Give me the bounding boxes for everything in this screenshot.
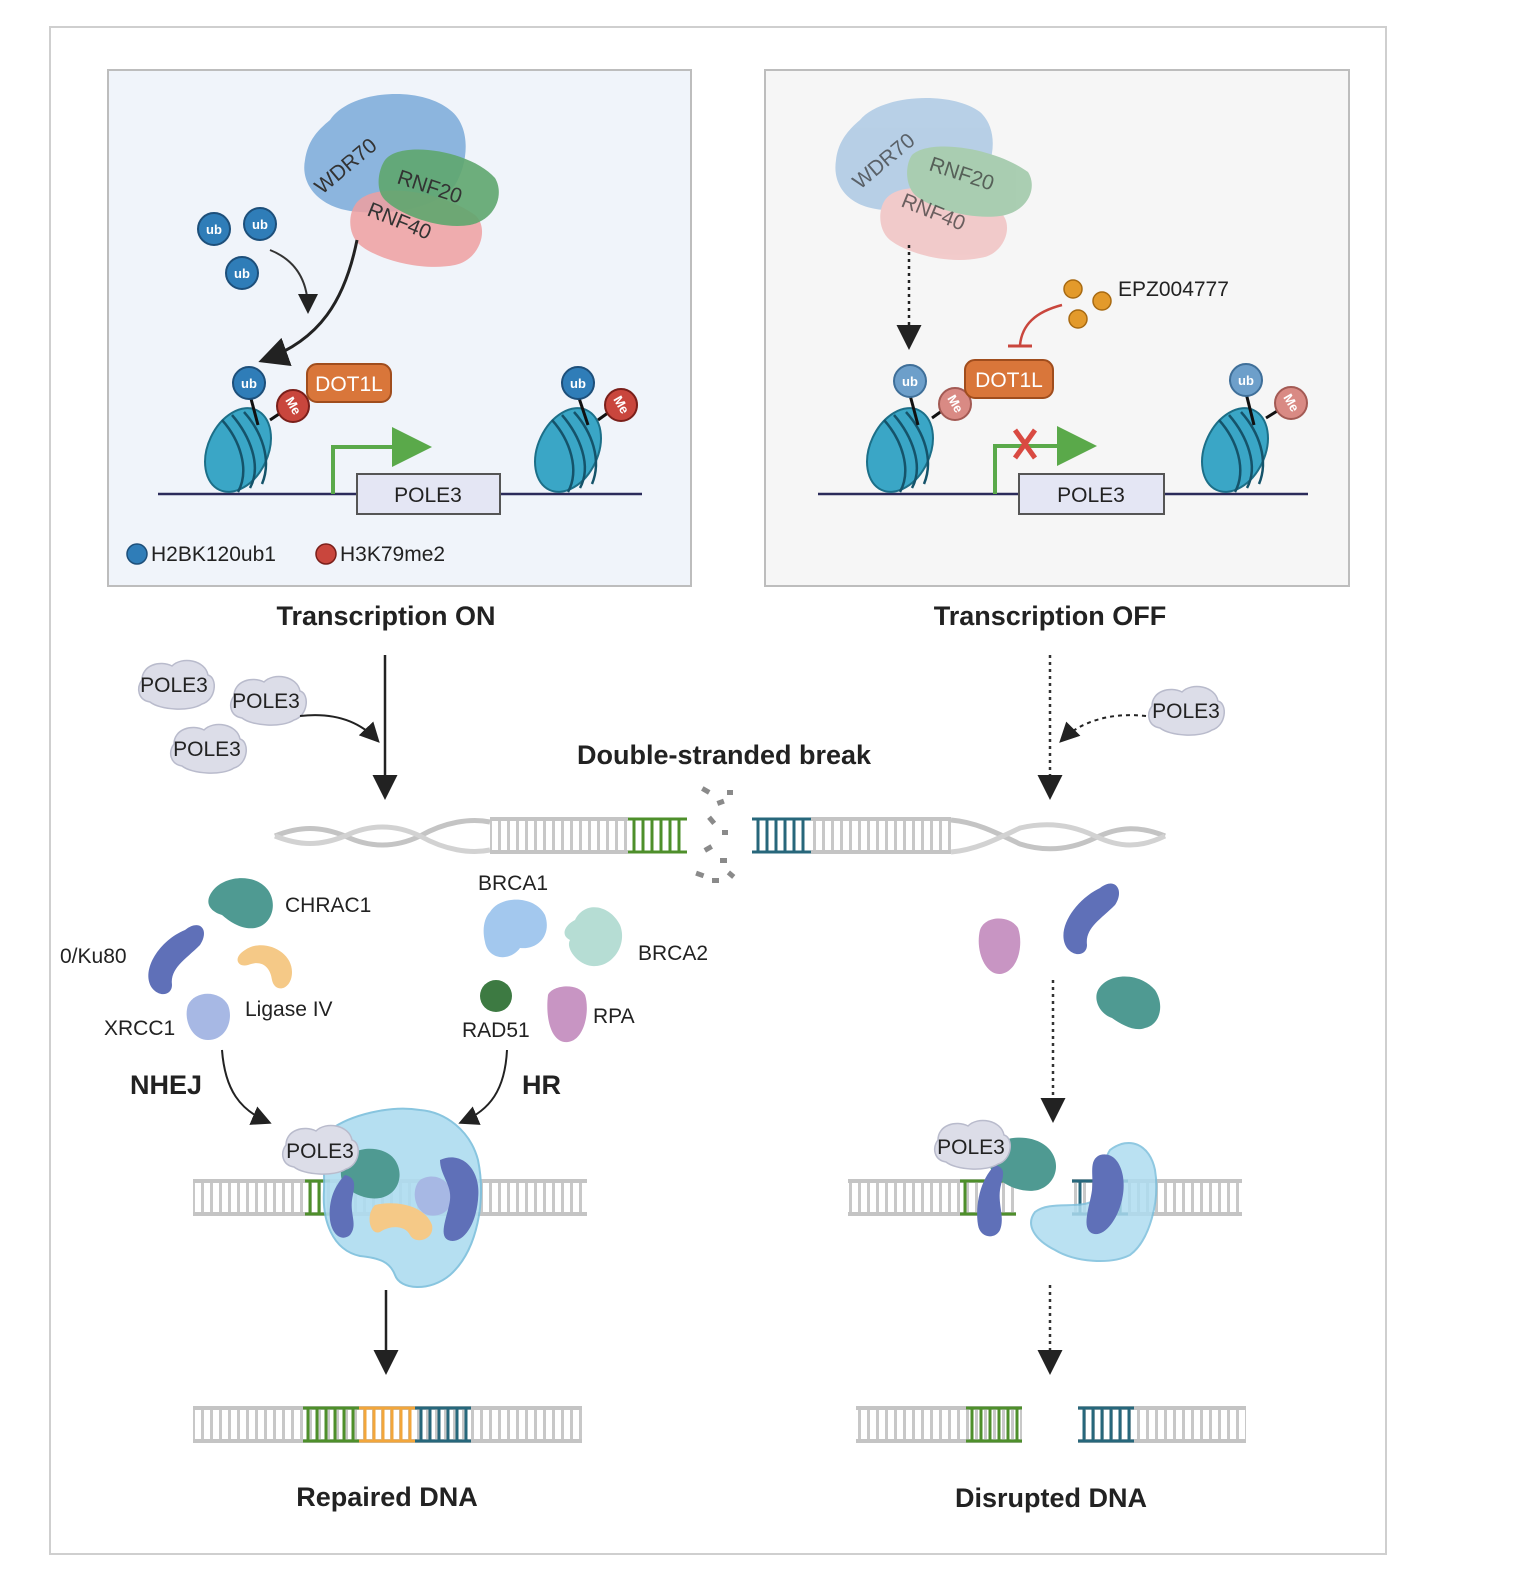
dot1l-label: DOT1L (315, 373, 383, 396)
repair-pole3-right: POLE3 (937, 1136, 1005, 1159)
ligase-protein (237, 945, 292, 989)
ub-free-2: ub (252, 217, 268, 232)
disrupted-dna (856, 1406, 1246, 1443)
brca1-label: BRCA1 (478, 872, 548, 895)
pole3-cloud-1: POLE3 (140, 674, 208, 697)
ub-mark-right: ub (570, 376, 586, 391)
off-pole3-gene-box (1018, 473, 1165, 515)
hr-proteins (480, 899, 623, 1043)
nhej-proteins (148, 878, 292, 1040)
pole3-arrow-right (1059, 714, 1147, 743)
off-ub-mark-right: ub (1238, 373, 1254, 388)
nhej-arrow (221, 1049, 272, 1125)
rpa-label: RPA (593, 1005, 635, 1028)
caption-transcription-off: Transcription OFF (934, 601, 1167, 631)
pole3-gene-label: POLE3 (394, 484, 462, 507)
off-ub-mark-left: ub (902, 374, 918, 389)
repair-complex-left (193, 1107, 587, 1288)
ub-free-3: ub (234, 266, 250, 281)
complex-arrow (258, 239, 359, 367)
brca2-label: BRCA2 (638, 942, 708, 965)
rad51-label: RAD51 (462, 1019, 530, 1042)
pole3-arrow-left (299, 714, 380, 743)
off-nucleosome-left: ub Me (866, 364, 972, 493)
pole3-gene-box (356, 473, 501, 515)
repaired-dna (193, 1406, 582, 1443)
dot1l-box (306, 363, 392, 403)
ub-arrow (269, 249, 318, 314)
dsb-label: Double-stranded break (577, 740, 872, 770)
nucleosome-right: ub Me (534, 366, 638, 493)
promoter-arrow (331, 427, 432, 494)
pole3-clouds-left (137, 659, 307, 774)
repair-pole3-left: POLE3 (286, 1140, 354, 1163)
rpa-protein (547, 986, 587, 1043)
panel-transcription-off: WDR70 RNF20 RNF40 EPZ004777 ub Me DOT1L (764, 69, 1350, 587)
nucleosome-left: ub Me (204, 366, 310, 493)
pole3-cloud-2: POLE3 (232, 690, 300, 713)
faded-complex (835, 98, 1032, 260)
hr-label: HR (522, 1070, 561, 1100)
pole3-cloud-right-shape (1147, 685, 1225, 736)
repair-complex-right (848, 1119, 1242, 1262)
off-dot1l-box (964, 359, 1054, 399)
off-proteins (978, 883, 1161, 1030)
off-nucleosome-right: ub Me (1201, 363, 1308, 493)
dsb-dna (274, 786, 1167, 883)
inhibitor-label: EPZ004777 (1118, 278, 1229, 301)
free-ubiquitin: ub ub ub (197, 207, 277, 290)
pole3-cloud-3: POLE3 (173, 738, 241, 761)
xrcc1-protein (186, 993, 230, 1040)
off-dot1l-label: DOT1L (975, 369, 1043, 392)
ku-protein (148, 925, 205, 995)
legend: H2BK120ub1 H3K79me2 (126, 543, 445, 566)
pole3-cloud-right: POLE3 (1152, 700, 1220, 723)
wdr70-rnf20-rnf40-complex: WDR70 RNF20 RNF40 (304, 93, 499, 267)
inhibition-line (1018, 303, 1063, 346)
result-repaired-dna: Repaired DNA (296, 1482, 478, 1512)
rnf20-blob (378, 149, 499, 226)
legend-red-label: H3K79me2 (340, 543, 445, 566)
legend-blue-label: H2BK120ub1 (151, 543, 276, 566)
nhej-label: NHEJ (130, 1070, 202, 1100)
inhibitor-molecules (1063, 279, 1112, 329)
xrcc1-label: XRCC1 (104, 1017, 175, 1040)
chrac1-protein (208, 878, 273, 929)
red-x-icon (1012, 428, 1038, 460)
ligase-label: Ligase IV (245, 998, 333, 1021)
ku-label: 0/Ku80 (60, 945, 127, 968)
result-disrupted-dna: Disrupted DNA (955, 1483, 1147, 1513)
ub-free-1: ub (206, 222, 222, 237)
rad51-protein (480, 980, 512, 1012)
brca2-protein (564, 907, 623, 967)
off-promoter-arrow (993, 426, 1097, 494)
ub-mark-left: ub (241, 376, 257, 391)
panel-transcription-on: WDR70 RNF20 RNF40 ub ub ub ub Me (107, 69, 692, 587)
caption-transcription-on: Transcription ON (276, 601, 495, 631)
brca1-protein (483, 899, 547, 958)
hr-arrow (458, 1049, 508, 1125)
chrac1-label: CHRAC1 (285, 894, 371, 917)
off-pole3-gene-label: POLE3 (1057, 484, 1125, 507)
